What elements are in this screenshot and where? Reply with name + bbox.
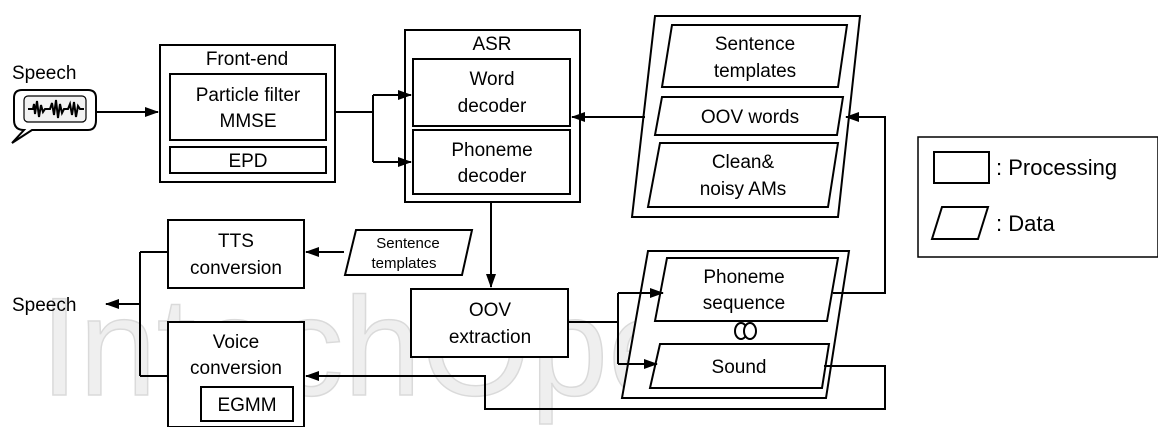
sound-data — [648, 343, 831, 389]
phoneme-decoder-line1: Phoneme — [451, 140, 532, 161]
oov-extraction-line2: extraction — [449, 327, 531, 348]
phoneme-decoder-line2: decoder — [458, 166, 527, 187]
phoneme-sequence-data — [653, 257, 840, 322]
tts-sentence-templates-data — [343, 229, 474, 276]
tts-templates-line1: Sentence — [376, 235, 439, 252]
sentence-templates-line2: templates — [714, 61, 796, 82]
word-decoder-line1: Word — [469, 69, 514, 90]
oov-extraction-line1: OOV — [469, 300, 512, 321]
egmm-label: EGMM — [217, 395, 276, 416]
tts-conversion-box — [167, 219, 305, 289]
mmse-label: MMSE — [220, 111, 277, 132]
epd-label: EPD — [228, 151, 267, 172]
particle-filter-box — [169, 73, 327, 141]
tts-line1: TTS — [218, 231, 254, 252]
output-speech-label: Speech — [12, 295, 76, 316]
legend-data-swatch — [930, 206, 990, 240]
frontend-title: Front-end — [206, 49, 288, 70]
legend-processing-label: : Processing — [996, 155, 1117, 180]
sound-label: Sound — [712, 357, 767, 378]
tts-line2: conversion — [190, 258, 282, 279]
phoneme-sequence-line1: Phoneme — [703, 267, 784, 288]
tts-templates-line2: templates — [371, 255, 436, 272]
arrow-sequence-to-oov-words — [833, 112, 886, 294]
oov-words-data — [653, 96, 845, 136]
phoneme-decoder-box — [412, 129, 571, 195]
acoustic-models-line2: noisy AMs — [700, 179, 787, 200]
voice-line2: conversion — [190, 358, 282, 379]
oov-words-label: OOV words — [701, 107, 799, 128]
epd-box — [169, 146, 327, 174]
asr-title: ASR — [472, 34, 511, 55]
sentence-templates-data — [660, 24, 849, 88]
particle-filter-label: Particle filter — [196, 85, 301, 106]
voice-line1: Voice — [213, 332, 259, 353]
egmm-box — [200, 386, 294, 422]
legend-data-label: : Data — [996, 211, 1055, 236]
acoustic-models-line1: Clean& — [712, 152, 775, 173]
acoustic-models-data — [646, 142, 840, 208]
sentence-templates-line1: Sentence — [715, 34, 795, 55]
connectors — [97, 90, 886, 410]
speech-waveform-icon — [11, 89, 97, 144]
word-decoder-line2: decoder — [458, 96, 527, 117]
arrow-sound-to-voice-conversion — [305, 365, 886, 410]
phoneme-sequence-line2: sequence — [703, 293, 785, 314]
word-decoder-box — [412, 58, 571, 127]
input-speech-label: Speech — [12, 63, 76, 84]
link-icon — [734, 322, 757, 340]
legend-processing-swatch — [933, 151, 990, 184]
